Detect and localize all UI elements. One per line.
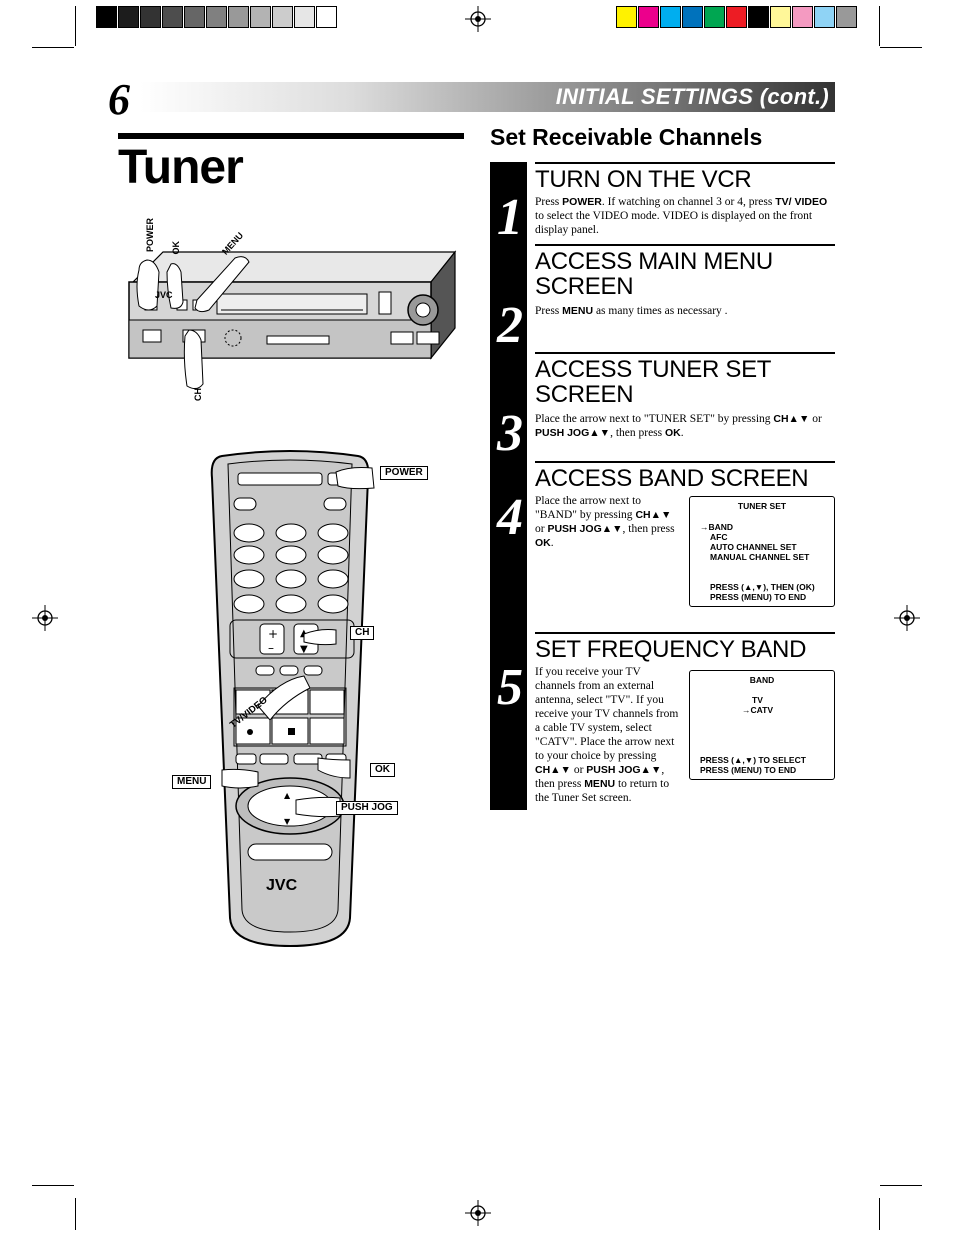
colorbar-swatch [792,6,813,28]
registration-mark-bottom [465,1200,491,1226]
vcr-ch-label: CH [193,388,203,401]
tuner-set-item-auto: AUTO CHANNEL SET [710,542,797,552]
step-3-number: 3 [497,405,523,462]
step-5-heading: SET FREQUENCY BAND [535,636,807,663]
step-4-number: 4 [497,489,523,546]
step-1-heading: TURN ON THE VCR [535,166,752,193]
graybar-swatch [184,6,205,28]
tuner-set-hint-1: PRESS (▲,▼), THEN (OK) [710,582,815,592]
graybar-swatch [228,6,249,28]
step-3-body: Place the arrow next to "TUNER SET" by p… [535,413,822,439]
graybar-swatch [316,6,337,28]
tuner-set-item-afc: AFC [710,532,728,542]
band-hint-1: PRESS (▲,▼) TO SELECT [700,755,806,765]
colorbar-swatch [660,6,681,28]
band-screen: BAND TV →CATV PRESS (▲,▼) TO SELECT PRES… [689,670,835,780]
step-1-number: 1 [497,189,523,246]
vcr-power-label: POWER [145,218,155,253]
svg-text:▲: ▲ [284,791,291,800]
step-number-bar [490,162,527,810]
graybar-swatch [118,6,139,28]
title-rule [118,133,464,139]
vcr-ok-label: OK [171,241,181,255]
graybar-swatch [96,6,117,28]
graybar-swatch [162,6,183,28]
step-2-heading: ACCESS MAIN MENU SCREEN [535,248,773,300]
tuner-set-item-band: →BAND [700,522,734,532]
colorbar-swatch [726,6,747,28]
band-hint-2: PRESS (MENU) TO END [700,765,797,775]
tuner-set-hint-2: PRESS (MENU) TO END [710,592,807,602]
tuner-set-screen-title: TUNER SET [737,501,787,511]
step-4-heading: ACCESS BAND SCREEN [535,465,809,492]
band-item-catv: →CATV [742,705,774,715]
step-1-body: Press POWER. If watching on channel 3 or… [535,196,828,236]
svg-text:+: + [268,627,278,641]
section-header-title: INITIAL SETTINGS (cont.) [555,84,829,109]
colorbar-swatch [814,6,835,28]
remote-menu-callout: MENU [172,775,212,789]
remote-illustration: + – ▲ ▼ ▲ ▼ JVC [210,450,375,948]
colorbar-swatch [704,6,725,28]
registration-mark-left [32,605,58,631]
svg-text:–: – [268,641,274,655]
step-3-heading: ACCESS TUNER SET SCREEN [535,356,771,408]
tuner-set-screen: TUNER SET →BAND AFC AUTO CHANNEL SET MAN… [689,496,835,607]
band-screen-title: BAND [749,675,775,685]
tuner-set-item-manual: MANUAL CHANNEL SET [710,552,810,562]
step-4-rule [535,461,835,463]
registration-mark-right [894,605,920,631]
colorbar-swatch [748,6,769,28]
step-2-number: 2 [497,297,523,354]
band-item-tv: TV [752,695,763,705]
step-5-rule [535,632,835,634]
page-number: 6 [108,75,130,124]
colorbar-swatch [616,6,637,28]
section-header-bar: INITIAL SETTINGS (cont.) [140,82,835,112]
graybar-swatch [272,6,293,28]
colorbar-swatch [682,6,703,28]
step-1-rule [535,162,835,164]
step-4-body: Place the arrow next to "BAND" by pressi… [535,495,675,549]
remote-logo: JVC [266,877,298,894]
step-5-number: 5 [497,659,523,716]
graybar-swatch [140,6,161,28]
remote-ch-callout: CH [350,626,375,640]
remote-ok-callout: OK [370,763,395,777]
colorbar-swatch [638,6,659,28]
remote-pushjog-callout: PUSH JOG [336,801,398,815]
colorbar-swatch [770,6,791,28]
graybar-swatch [206,6,227,28]
colorbar-swatch [836,6,857,28]
vcr-illustration: JVC [128,250,457,390]
section-title: Set Receivable Channels [490,124,763,150]
remote-power-callout: POWER [380,466,428,480]
page-title: Tuner [118,141,244,194]
step-5-body: If you receive your TV channels from an … [535,666,679,804]
svg-text:▼: ▼ [284,817,291,826]
graybar-swatch [250,6,271,28]
vcr-logo: JVC [155,290,173,300]
svg-text:▼: ▼ [300,644,308,655]
step-2-body: Press MENU as many times as necessary . [535,305,728,317]
step-3-rule [535,352,835,354]
registration-mark-top [465,6,491,32]
graybar-swatch [294,6,315,28]
step-2-rule [535,244,835,246]
